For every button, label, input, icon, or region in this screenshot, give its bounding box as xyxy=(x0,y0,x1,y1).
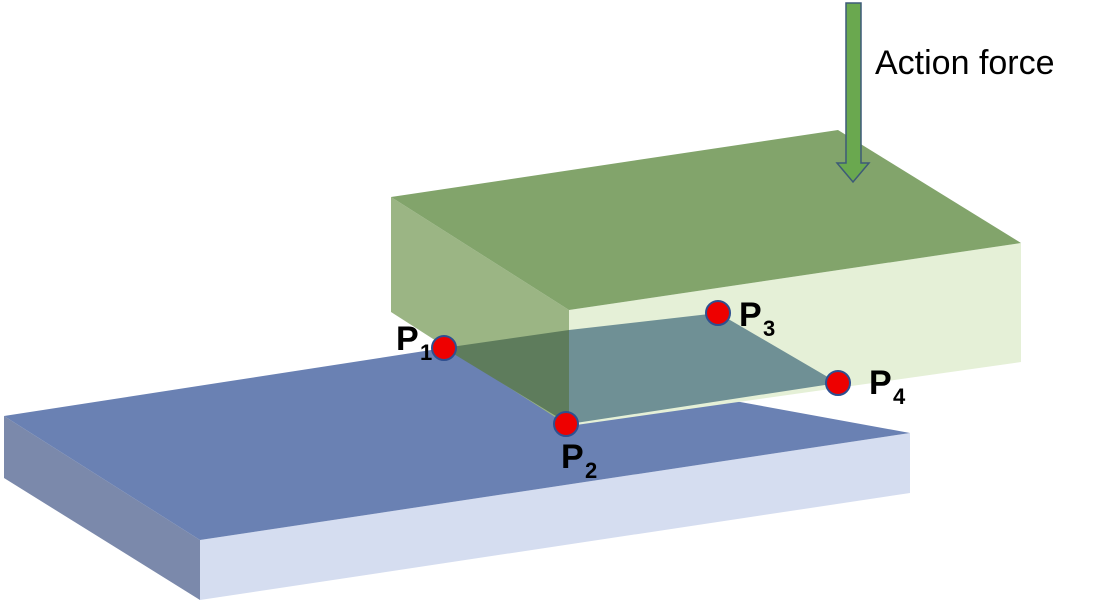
svg-text:P: P xyxy=(739,296,762,334)
contact-overlap-right xyxy=(569,313,838,424)
svg-text:P: P xyxy=(869,364,892,402)
upper-block-top-face xyxy=(391,130,1021,310)
svg-text:4: 4 xyxy=(893,384,906,409)
svg-text:2: 2 xyxy=(585,458,597,483)
point-p4-label: P 4 xyxy=(869,364,906,409)
action-force-arrow xyxy=(835,2,871,184)
point-p3-label: P 3 xyxy=(739,296,775,341)
svg-text:3: 3 xyxy=(763,316,775,341)
point-p4-marker xyxy=(825,370,851,396)
point-p3-marker xyxy=(705,300,731,326)
point-p2-label: P 2 xyxy=(561,438,597,483)
svg-text:1: 1 xyxy=(420,340,432,365)
bottom-plate-front-face xyxy=(200,433,910,600)
svg-text:P: P xyxy=(561,438,584,476)
svg-text:P: P xyxy=(396,320,419,358)
contact-overlap-left xyxy=(444,330,569,424)
action-force-label: Action force xyxy=(875,44,1055,82)
point-p2-marker xyxy=(553,411,579,437)
point-p1-label: P 1 xyxy=(396,320,432,365)
bottom-plate-left-face xyxy=(4,416,200,600)
point-p1-marker xyxy=(431,335,457,361)
